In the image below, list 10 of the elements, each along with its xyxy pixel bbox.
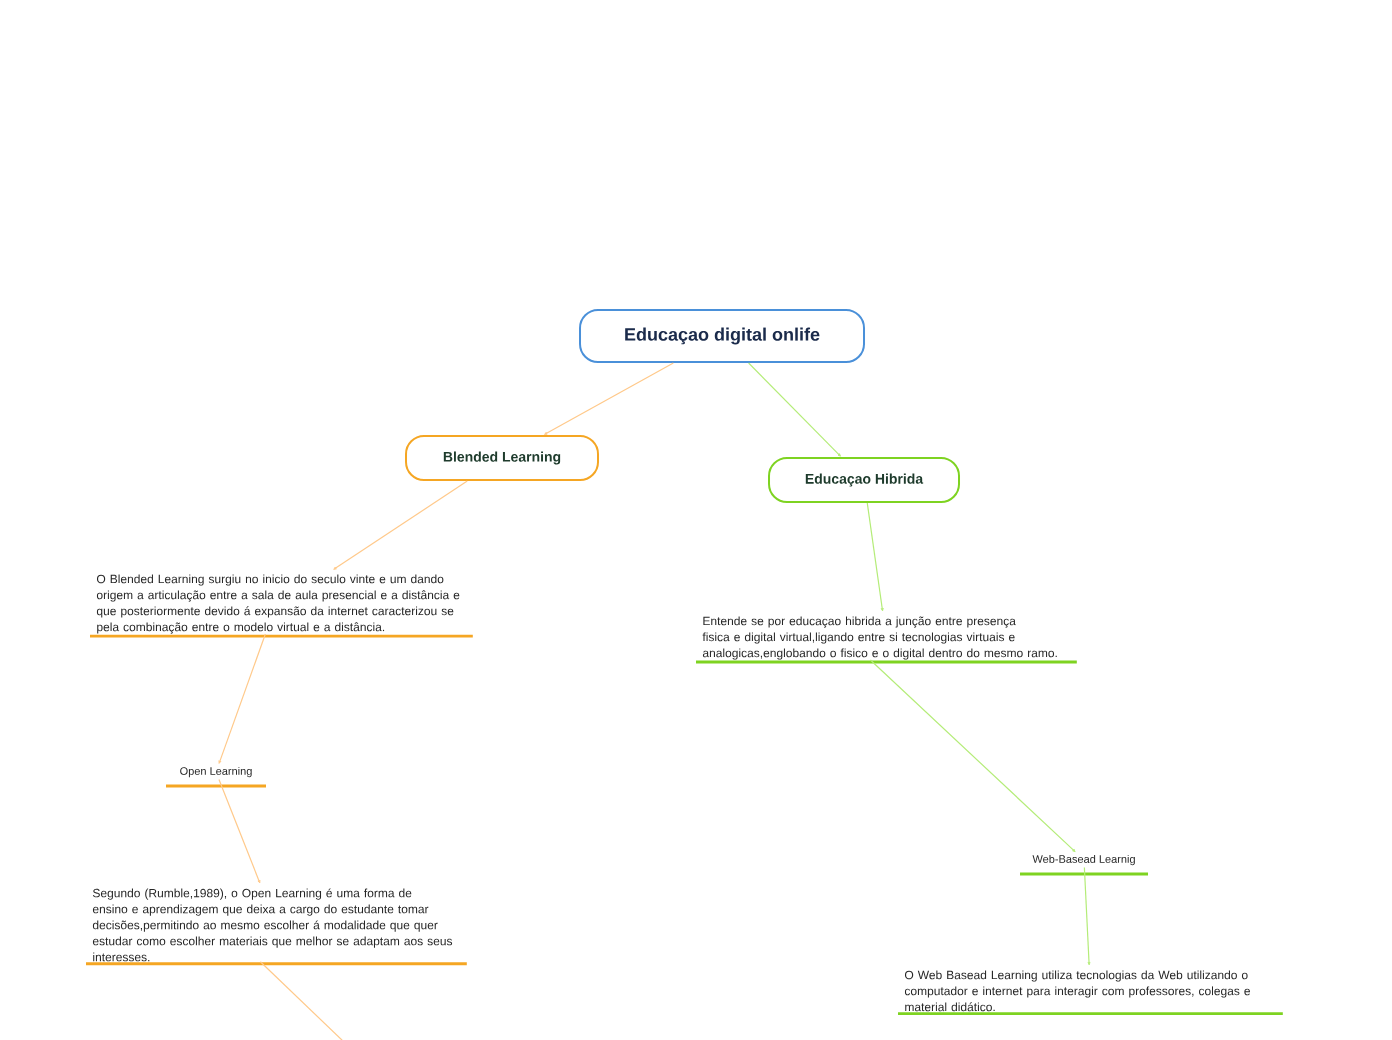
connector-line: [218, 778, 261, 884]
topic-box: Educaçao digital onlife: [579, 309, 865, 363]
connector-line: [333, 480, 468, 570]
connector-line: [544, 362, 674, 435]
connector-line: [1083, 866, 1091, 966]
connector-line: [866, 502, 884, 612]
connector-line: [869, 659, 1076, 853]
connector-line: [748, 362, 841, 457]
connector-line: [259, 961, 345, 1040]
connector-line: [218, 633, 266, 764]
